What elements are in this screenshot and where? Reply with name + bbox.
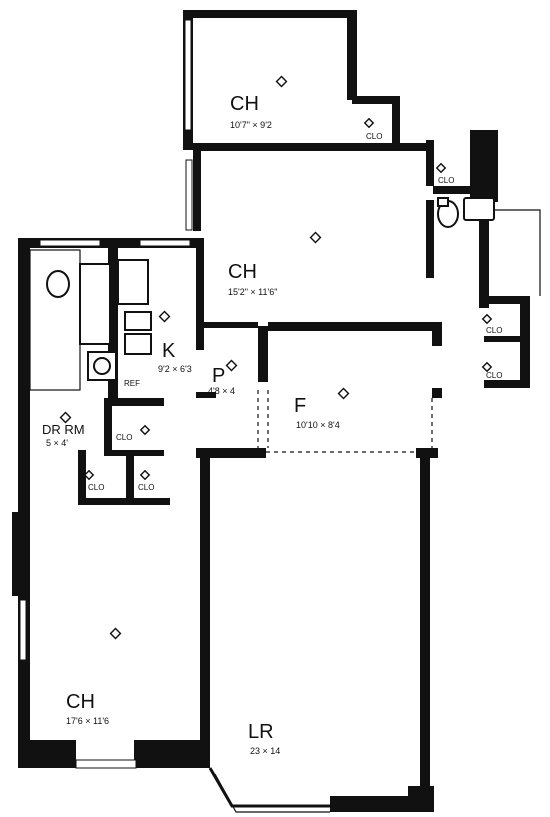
room-kitchen-name: K [162, 340, 176, 362]
living-room-walls [208, 456, 434, 813]
foyer-walls [196, 326, 438, 458]
closet-label: CLO [486, 326, 502, 335]
room-kitchen-dim: 9'2 × 6'3 [158, 364, 192, 374]
kitchen-walls [18, 238, 216, 408]
light-fixtures [59, 75, 493, 640]
room-foyer-name: F [294, 395, 306, 417]
room-ch-top-walls [183, 10, 433, 151]
closet-label: CLO [88, 483, 104, 492]
room-ch-top-dim: 10'7" × 9'2 [230, 120, 272, 130]
closet-label: CLO [486, 371, 502, 380]
room-living-name: LR [248, 721, 274, 743]
closet-label: CLO [116, 433, 132, 442]
room-ch-mid-walls [185, 140, 436, 331]
room-ch-bottom-walls [12, 448, 210, 769]
closet-label: CLO [138, 483, 154, 492]
room-dressing-name: DR RM [42, 422, 85, 437]
room-ch-bottom-dim: 17'6 × 11'6 [66, 716, 109, 726]
right-bath-walls [432, 130, 541, 398]
room-ch-top-name: CH [230, 93, 259, 115]
room-pantry-name: P [212, 365, 225, 387]
closet-label: CLO [366, 132, 382, 141]
room-ch-mid-name: CH [228, 261, 257, 283]
room-foyer-dim: 10'10 × 8'4 [296, 420, 340, 430]
room-ch-bottom-name: CH [66, 691, 95, 713]
room-dressing-dim: 5 × 4' [46, 438, 68, 448]
room-ch-mid-dim: 15'2" × 11'6" [228, 287, 277, 297]
room-living-dim: 23 × 14 [250, 746, 280, 756]
dressing-room-walls [18, 398, 170, 513]
closet-label: CLO [438, 176, 454, 185]
room-pantry-dim: 4'8 × 4 [208, 386, 235, 396]
ref-label: REF [124, 379, 140, 388]
